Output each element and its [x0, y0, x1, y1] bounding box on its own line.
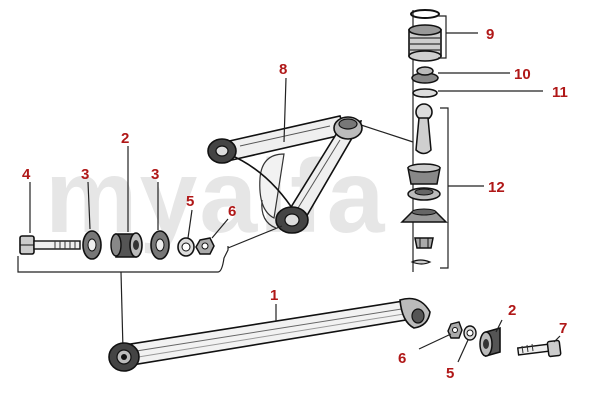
leader-2b [495, 319, 503, 333]
label-11: 11 [552, 84, 568, 101]
leader-3a [87, 181, 91, 230]
washer-part [412, 88, 438, 98]
strut-rod-part [108, 297, 431, 372]
rubber-bush-bottom-part [479, 326, 501, 358]
nut-bottom-part [447, 321, 463, 339]
ball-seat-part [407, 187, 441, 201]
ball-cup-part [407, 163, 441, 185]
label-8: 8 [279, 61, 287, 78]
label-5b: 5 [446, 365, 454, 382]
vertical-parts-stack [400, 9, 543, 272]
bush-assembly-bottom [447, 321, 562, 358]
leader-8 [283, 77, 287, 143]
label-12: 12 [488, 179, 505, 196]
bolt-bottom-part [516, 339, 562, 358]
label-3b: 3 [151, 166, 159, 183]
dust-boot-part [400, 208, 448, 223]
label-5a: 5 [186, 193, 194, 210]
label-9: 9 [486, 26, 494, 43]
upper-a-arm-part [207, 115, 363, 234]
leader-5b [457, 339, 469, 363]
rubber-washer-right-part [150, 230, 170, 260]
nut-part [195, 237, 215, 255]
spacer-bottom-part [463, 325, 477, 341]
bracket-12 [440, 107, 449, 269]
split-pin-part [410, 259, 432, 265]
spacer-washer-part [177, 237, 195, 257]
label-7: 7 [559, 320, 567, 337]
rubber-bush-part [110, 232, 143, 258]
bracket-left-assembly [17, 246, 229, 273]
label-6b: 6 [398, 350, 406, 367]
snap-ring-part [410, 9, 440, 19]
label-2a: 2 [121, 130, 129, 147]
label-1: 1 [270, 287, 278, 304]
leader-assembly-to-strut [120, 271, 124, 351]
label-2b: 2 [508, 302, 516, 319]
ball-pin-part [415, 103, 433, 155]
spring-seat-part [411, 66, 439, 84]
bolt-part [19, 235, 81, 255]
leader-assembly-to-arm [227, 225, 283, 249]
rubber-washer-left-part [82, 230, 102, 260]
leader-6a [211, 218, 229, 239]
leader-5a [187, 209, 193, 239]
label-3a: 3 [81, 166, 89, 183]
leader-7 [553, 335, 561, 343]
part-number-labels: 4 3 2 3 5 6 8 1 9 10 11 12 2 7 6 5 [22, 26, 568, 382]
label-4: 4 [22, 166, 31, 183]
label-10: 10 [514, 66, 531, 83]
threaded-cap-part [408, 24, 442, 62]
leader-6b [418, 333, 452, 350]
label-6a: 6 [228, 203, 236, 220]
bush-assembly-left [17, 230, 229, 273]
castle-nut-part [414, 237, 434, 249]
bracket-9 [438, 15, 447, 59]
